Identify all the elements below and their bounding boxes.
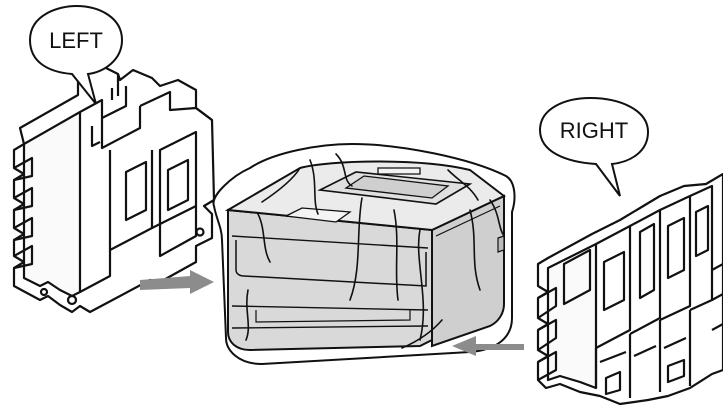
left-callout-label: LEFT xyxy=(49,28,103,53)
left-foam-insert xyxy=(14,66,214,312)
right-callout-bubble xyxy=(540,98,648,196)
right-callout-label: RIGHT xyxy=(560,118,628,143)
right-callout: RIGHT xyxy=(540,98,648,196)
right-foam-insert xyxy=(538,174,723,404)
printer-in-bag xyxy=(214,144,515,364)
